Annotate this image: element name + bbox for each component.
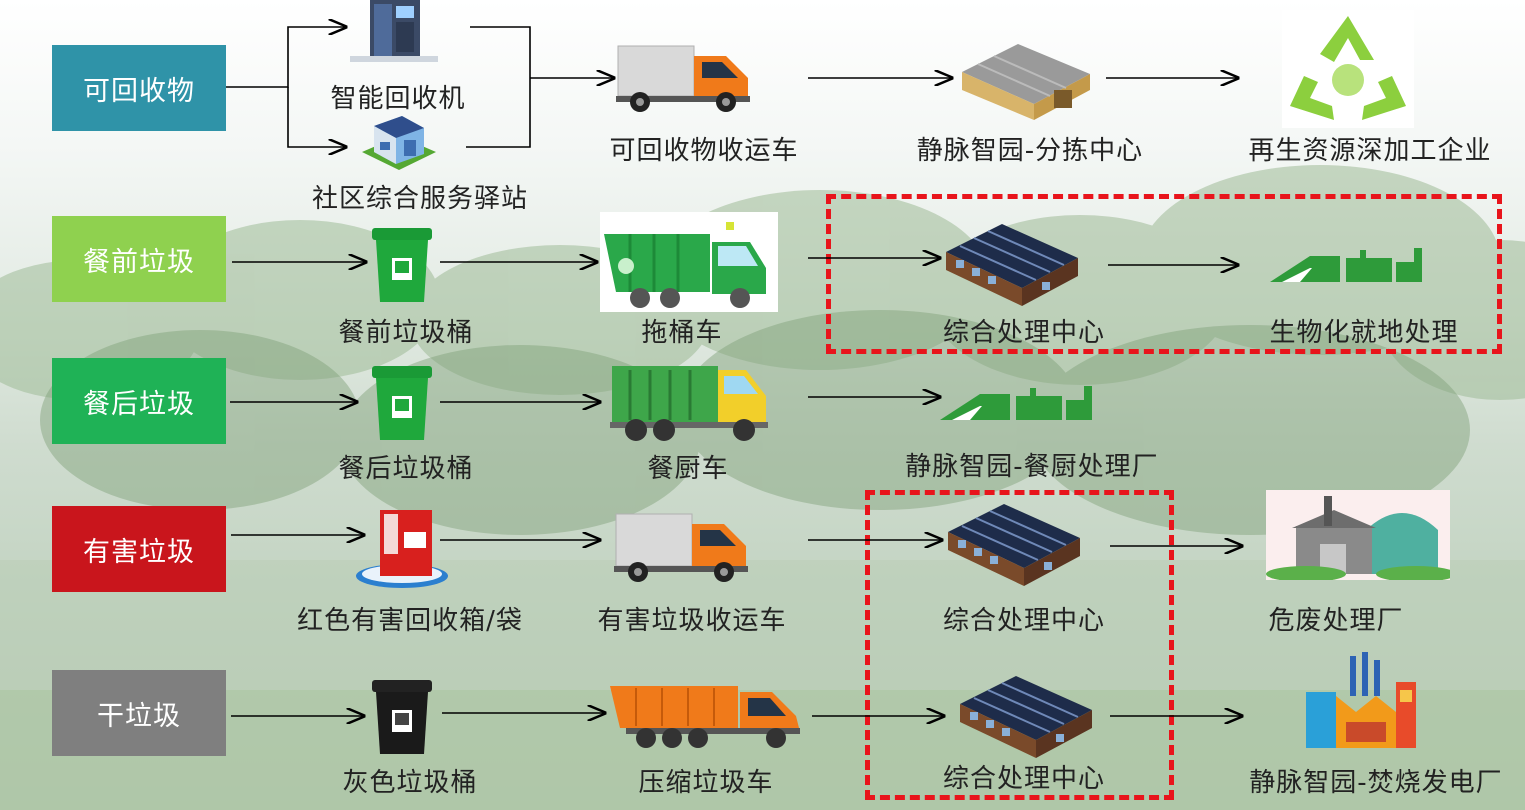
category-pre-meal: 餐前垃圾 [52,216,226,302]
power-plant-icon [1306,652,1416,748]
factory-icon [960,676,1092,758]
vehicle-label-compactor: 压缩垃圾车 [638,768,774,798]
compactor-truck-icon [610,686,800,748]
destination-label-bio-treatment: 生物化就地处理 [1269,318,1459,348]
trash-bin-icon [372,680,432,754]
warehouse-icon [962,44,1090,120]
facility-label-sorting: 静脉智园-分拣中心 [916,136,1144,166]
factory-icon [948,504,1080,586]
hazard-plant-icon [1266,490,1450,580]
destination-label-hazard-plant: 危废处理厂 [1268,606,1404,636]
source-label-smart-recycler: 智能回收机 [330,84,466,114]
bio-plant-icon [1270,248,1422,282]
facility-label-integrated-1: 综合处理中心 [942,318,1106,348]
source-label-service-station: 社区综合服务驿站 [311,184,529,214]
recycle-symbol-icon [1282,10,1414,128]
category-dry: 干垃圾 [52,670,226,756]
facility-label-kitchen-plant: 静脉智园-餐厨处理厂 [905,452,1159,482]
category-recyclable: 可回收物 [52,45,226,131]
highlight-box-pre-meal [826,194,1502,354]
source-label-pre-meal-bin: 餐前垃圾桶 [338,318,474,348]
vehicle-label-recyclable: 可回收物收运车 [609,136,799,166]
destination-label-power-plant: 静脉智园-焚烧发电厂 [1249,768,1503,798]
vehicle-label-bucket-truck: 拖桶车 [641,318,723,348]
bio-plant-icon [940,386,1092,420]
vehicle-label-kitchen: 餐厨车 [647,454,729,484]
service-station-icon [362,116,436,170]
factory-icon [946,224,1078,306]
source-label-hazard-box: 红色有害回收箱/袋 [297,606,523,636]
hazard-box-icon [356,510,448,588]
facility-label-integrated-3: 综合处理中心 [942,764,1106,794]
source-label-post-meal-bin: 餐后垃圾桶 [338,454,474,484]
category-post-meal: 餐后垃圾 [52,358,226,444]
box-truck-icon [616,45,750,112]
kitchen-truck-icon [610,366,768,441]
facility-label-integrated-2: 综合处理中心 [942,606,1106,636]
garbage-truck-icon [600,212,778,312]
destination-label-recycling: 再生资源深加工企业 [1248,136,1492,166]
vehicle-label-hazard: 有害垃圾收运车 [597,606,787,636]
category-hazardous: 有害垃圾 [52,506,226,592]
recycle-machine-icon [350,0,438,62]
trash-bin-icon [372,366,432,440]
source-label-gray-bin: 灰色垃圾桶 [342,768,478,798]
highlight-box-facility [865,490,1174,800]
box-truck-icon [614,513,748,582]
trash-bin-icon [372,228,432,302]
